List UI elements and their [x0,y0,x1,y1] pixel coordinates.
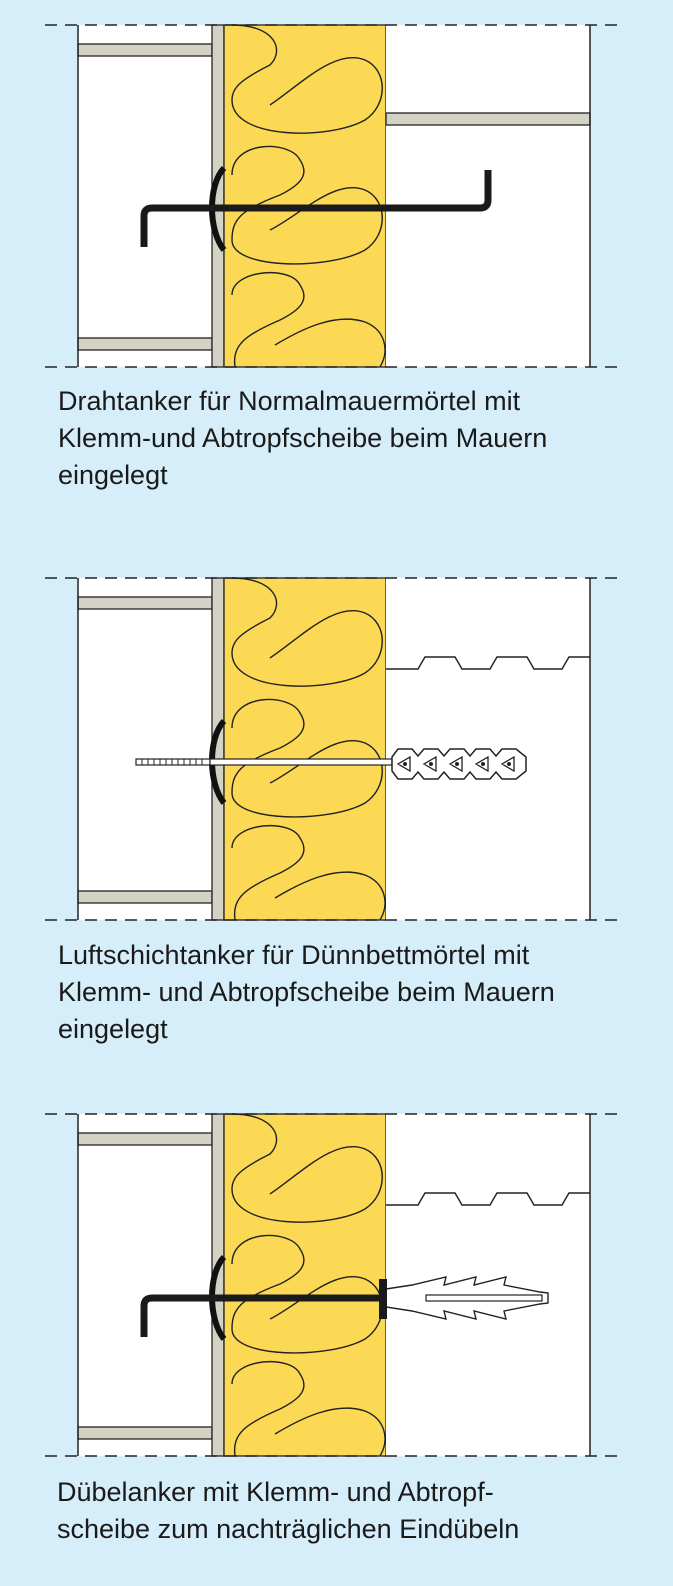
anchor-rod [209,758,393,766]
thin-bed-joint [386,656,590,670]
wall-section-diagram-3 [45,1113,620,1457]
insulation-layer [223,24,387,368]
thin-bed-joint [386,1192,590,1206]
anchor-head [379,1279,387,1319]
dowel-slot [425,1294,543,1302]
mortar-joint-bottom [77,1426,213,1440]
caption-line: Luftschichtanker für Dünnbettmörtel mit [58,940,530,970]
outer-masonry-leaf [78,25,212,367]
outer-masonry-leaf [78,578,212,920]
wire-anchor [140,170,492,247]
wall-section-diagram-2 [45,577,620,921]
caption-line: scheibe zum nachträglichen Eindübeln [57,1514,520,1544]
thread-marks [141,759,203,765]
inner-mortar-joint [385,112,591,126]
caption-line: Dübelanker mit Klemm- und Abtropf- [57,1477,494,1507]
insulation-wave-pattern [231,1113,386,1457]
insulation-wave-pattern [231,24,386,368]
dowel-anchor [140,1294,384,1337]
mortar-joint-top [77,43,213,57]
mortar-joint-bottom [77,337,213,351]
threaded-anchor-end [135,758,211,766]
insulation-wave-pattern [231,577,386,921]
caption-line: Klemm- und Abtropfscheibe beim Mauern [58,977,555,1007]
caption-dowel-anchor: Dübelanker mit Klemm- und Abtropf- schei… [57,1474,657,1548]
caption-wire-anchor: Drahtanker für Normalmauermörtel mit Kle… [58,383,658,494]
mortar-joint-top [77,596,213,610]
mortar-joint-bottom [77,890,213,904]
caption-line: eingelegt [58,1014,168,1044]
plate-holes [403,762,511,766]
mortar-joint-top [77,1132,213,1146]
plate-perforations [396,755,515,773]
insulation-layer [223,577,387,921]
caption-line: eingelegt [58,460,168,490]
outer-masonry-leaf [78,1114,212,1456]
caption-line: Drahtanker für Normalmauermörtel mit [58,386,521,416]
caption-line: Klemm-und Abtropfscheibe beim Mauern [58,423,548,453]
wall-section-diagram-1 [45,24,620,368]
caption-thin-bed-anchor: Luftschichtanker für Dünnbettmörtel mit … [58,937,658,1048]
